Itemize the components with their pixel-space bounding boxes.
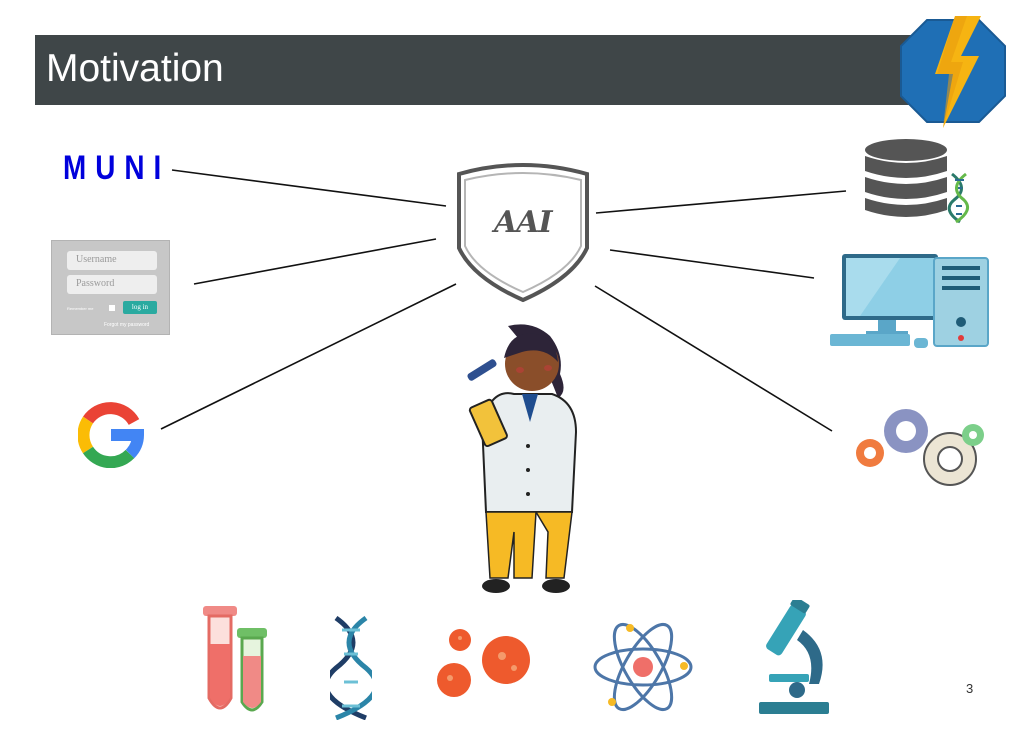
username-field: Username bbox=[67, 251, 157, 270]
atom-icon bbox=[593, 622, 693, 712]
desktop-computer-icon bbox=[830, 254, 989, 348]
line-login bbox=[193, 238, 437, 285]
lightning-logo-icon bbox=[900, 16, 1006, 128]
line-gears bbox=[594, 285, 833, 432]
line-google bbox=[160, 283, 457, 430]
remember-checkbox bbox=[109, 305, 115, 311]
google-g-icon bbox=[78, 402, 144, 468]
database-dna-icon bbox=[865, 139, 970, 224]
line-muni bbox=[171, 169, 447, 207]
page-number: 3 bbox=[966, 681, 974, 696]
dna-helix-icon bbox=[330, 616, 372, 720]
virus-icon bbox=[437, 629, 530, 697]
aai-shield-icon bbox=[457, 163, 589, 303]
scientist-illustration bbox=[467, 324, 578, 593]
password-field: Password bbox=[67, 275, 157, 294]
title-bar bbox=[35, 35, 925, 105]
login-form-image: Username Password Remember me log in For… bbox=[51, 240, 170, 335]
gears-icon bbox=[856, 409, 984, 486]
test-tubes-icon bbox=[203, 606, 267, 712]
aai-label: AAI bbox=[494, 205, 553, 240]
line-computer bbox=[609, 249, 815, 279]
microscope-icon bbox=[759, 600, 829, 714]
muni-logo: MUNI bbox=[63, 149, 171, 187]
slide-title: Motivation bbox=[46, 47, 224, 90]
login-button: log in bbox=[123, 301, 157, 314]
forgot-password-link: Forgot my password bbox=[104, 322, 150, 328]
line-database bbox=[595, 190, 847, 214]
remember-me-label: Remember me bbox=[67, 306, 94, 311]
